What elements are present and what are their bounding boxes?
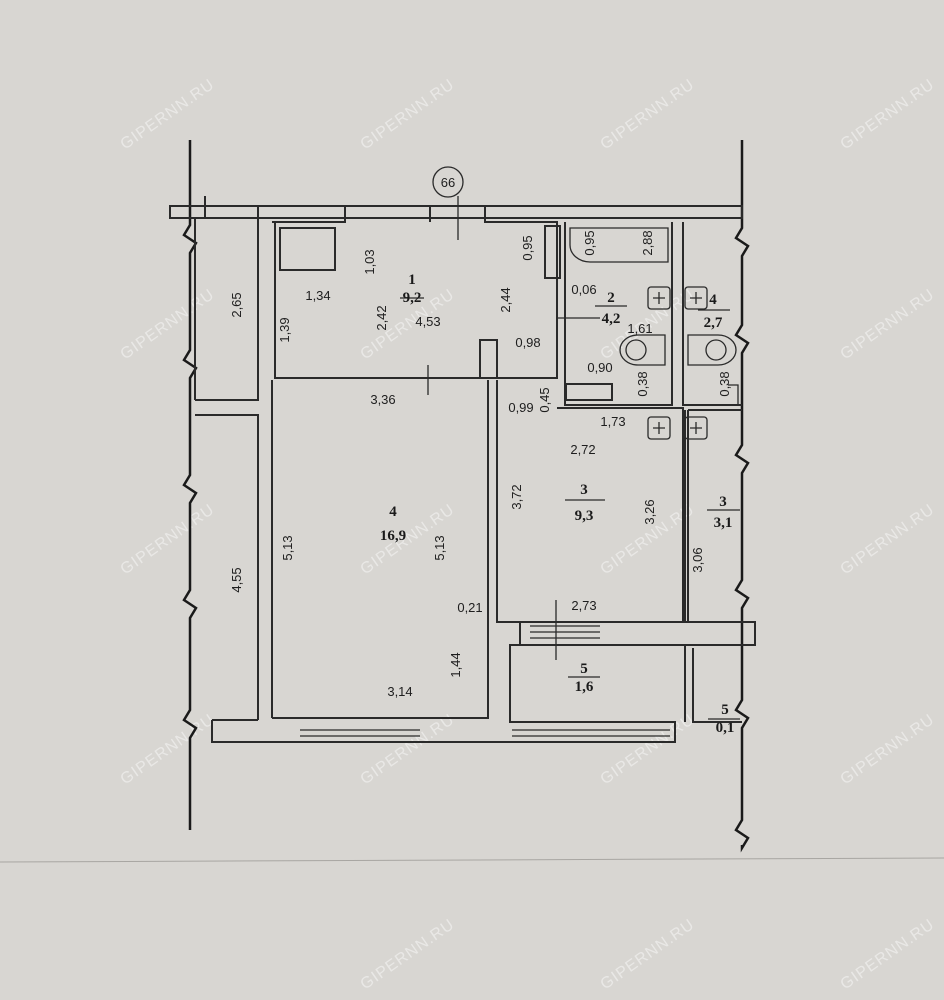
- room-3b-area: 3,1: [714, 515, 733, 531]
- dimension-label: 0,99: [508, 400, 533, 415]
- dimension-label: 1,61: [627, 321, 652, 336]
- dimension-label: 2,65: [229, 292, 244, 317]
- dimension-label: 1,44: [448, 652, 463, 677]
- room-4-area: 16,9: [380, 528, 406, 544]
- dimension-label: 3,14: [387, 684, 412, 699]
- dimension-label: 0,95: [582, 230, 597, 255]
- dimension-label: 0,38: [717, 371, 732, 396]
- dimension-label: 2,88: [640, 230, 655, 255]
- dimension-label: 3,72: [509, 484, 524, 509]
- dimension-label: 3,36: [370, 392, 395, 407]
- dimension-label: 5,13: [432, 535, 447, 560]
- room-4-number: 4: [389, 504, 397, 520]
- room-5b-number: 5: [721, 702, 729, 718]
- dimension-label: 1,34: [305, 288, 330, 303]
- dimension-label: 4,55: [229, 567, 244, 592]
- room-5b-area: 0,1: [716, 720, 735, 736]
- dimension-label: 5,13: [280, 535, 295, 560]
- right-break-line: [734, 140, 750, 853]
- room-4b-area: 2,7: [704, 315, 723, 331]
- room-3-number: 3: [580, 482, 588, 498]
- dimension-label: 0,38: [635, 371, 650, 396]
- room-1-number: 1: [408, 272, 416, 288]
- dimension-label: 4,53: [415, 314, 440, 329]
- dimensions: 1,03 1,34 1,39 2,42 4,53 2,44 0,95 0,98 …: [229, 230, 732, 699]
- room-2-area: 4,2: [602, 311, 621, 327]
- dimension-label: 0,98: [515, 335, 540, 350]
- dimension-label: 2,42: [374, 305, 389, 330]
- dimension-label: 0,21: [457, 600, 482, 615]
- room-3-area: 9,3: [575, 508, 594, 524]
- dimension-label: 1,39: [277, 317, 292, 342]
- room-5-area: 1,6: [575, 679, 594, 695]
- dimension-label: 2,44: [498, 287, 513, 312]
- dimension-label: 3,06: [690, 547, 705, 572]
- room-5-number: 5: [580, 661, 588, 677]
- dimension-label: 0,90: [587, 360, 612, 375]
- dimension-label: 2,73: [571, 598, 596, 613]
- room-2-number: 2: [607, 290, 615, 306]
- dimension-label: 1,73: [600, 414, 625, 429]
- dimension-label: 0,06: [571, 282, 596, 297]
- room-3b-number: 3: [719, 494, 727, 510]
- room-4b-number: 4: [709, 292, 717, 308]
- dimension-label: 3,26: [642, 499, 657, 524]
- room-labels: 1 9,2 4 16,9 3 9,3 2 4,2 4 2,7 3 3,1 5 1…: [380, 272, 735, 736]
- dimension-label: 0,95: [520, 235, 535, 260]
- dimension-label: 1,03: [362, 249, 377, 274]
- walls: [169, 196, 756, 743]
- dimension-label: 2,72: [570, 442, 595, 457]
- dimension-label: 0,45: [537, 387, 552, 412]
- left-break-line: [182, 140, 198, 830]
- axis-marker-label: 66: [441, 175, 455, 190]
- room-1-area: 9,2: [403, 290, 422, 306]
- paper-fold-line: [0, 857, 944, 863]
